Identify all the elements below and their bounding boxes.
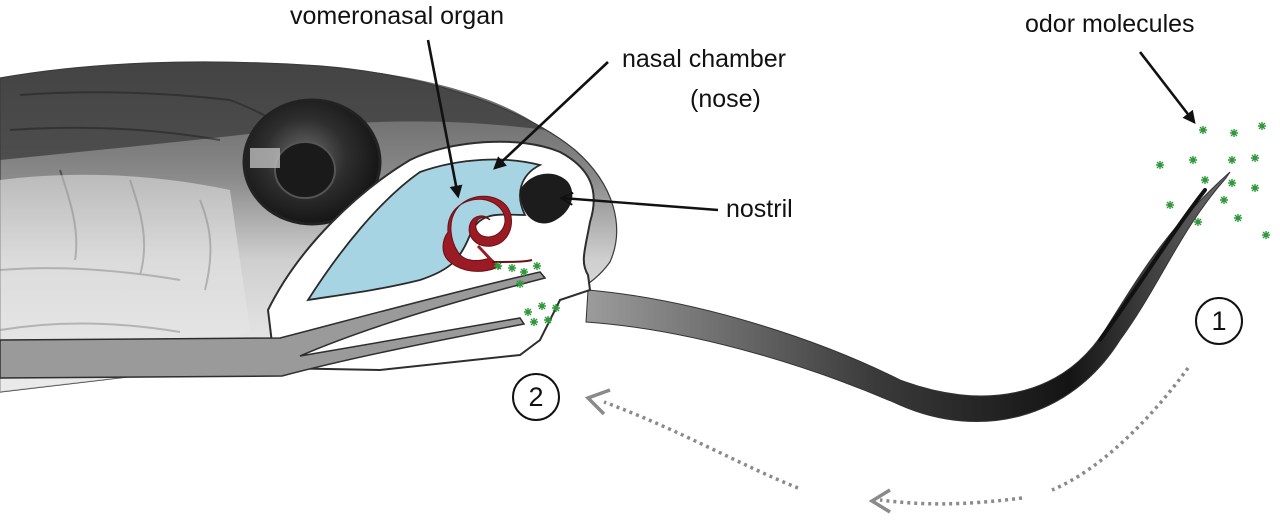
step-2-marker: 2 [512,373,560,421]
nostril-label: nostril [726,195,793,223]
tongue-extended [585,171,1231,422]
vomeronasal-organ-pointer [426,39,463,199]
nasal-chamber-pointer [493,61,609,170]
nasal-chamber-sublabel: (nose) [690,85,761,113]
vomeronasal-organ-label: vomeronasal organ [290,2,505,30]
odor-molecules-label: odor molecules [1025,10,1195,38]
nasal-chamber [306,158,543,302]
nostril [520,173,573,224]
step-1-marker: 1 [1195,297,1243,345]
odor-molecules-cluster [1155,121,1271,240]
movement-path [603,366,1190,506]
movement-arrowhead-lower [868,488,891,514]
cutaway-inset [0,140,595,379]
nostril-pointer [562,198,719,212]
nasal-chamber-label: nasal chamber [622,45,786,73]
odor-molecules-pointer [1138,51,1196,125]
movement-arrowhead-upper [584,388,611,416]
